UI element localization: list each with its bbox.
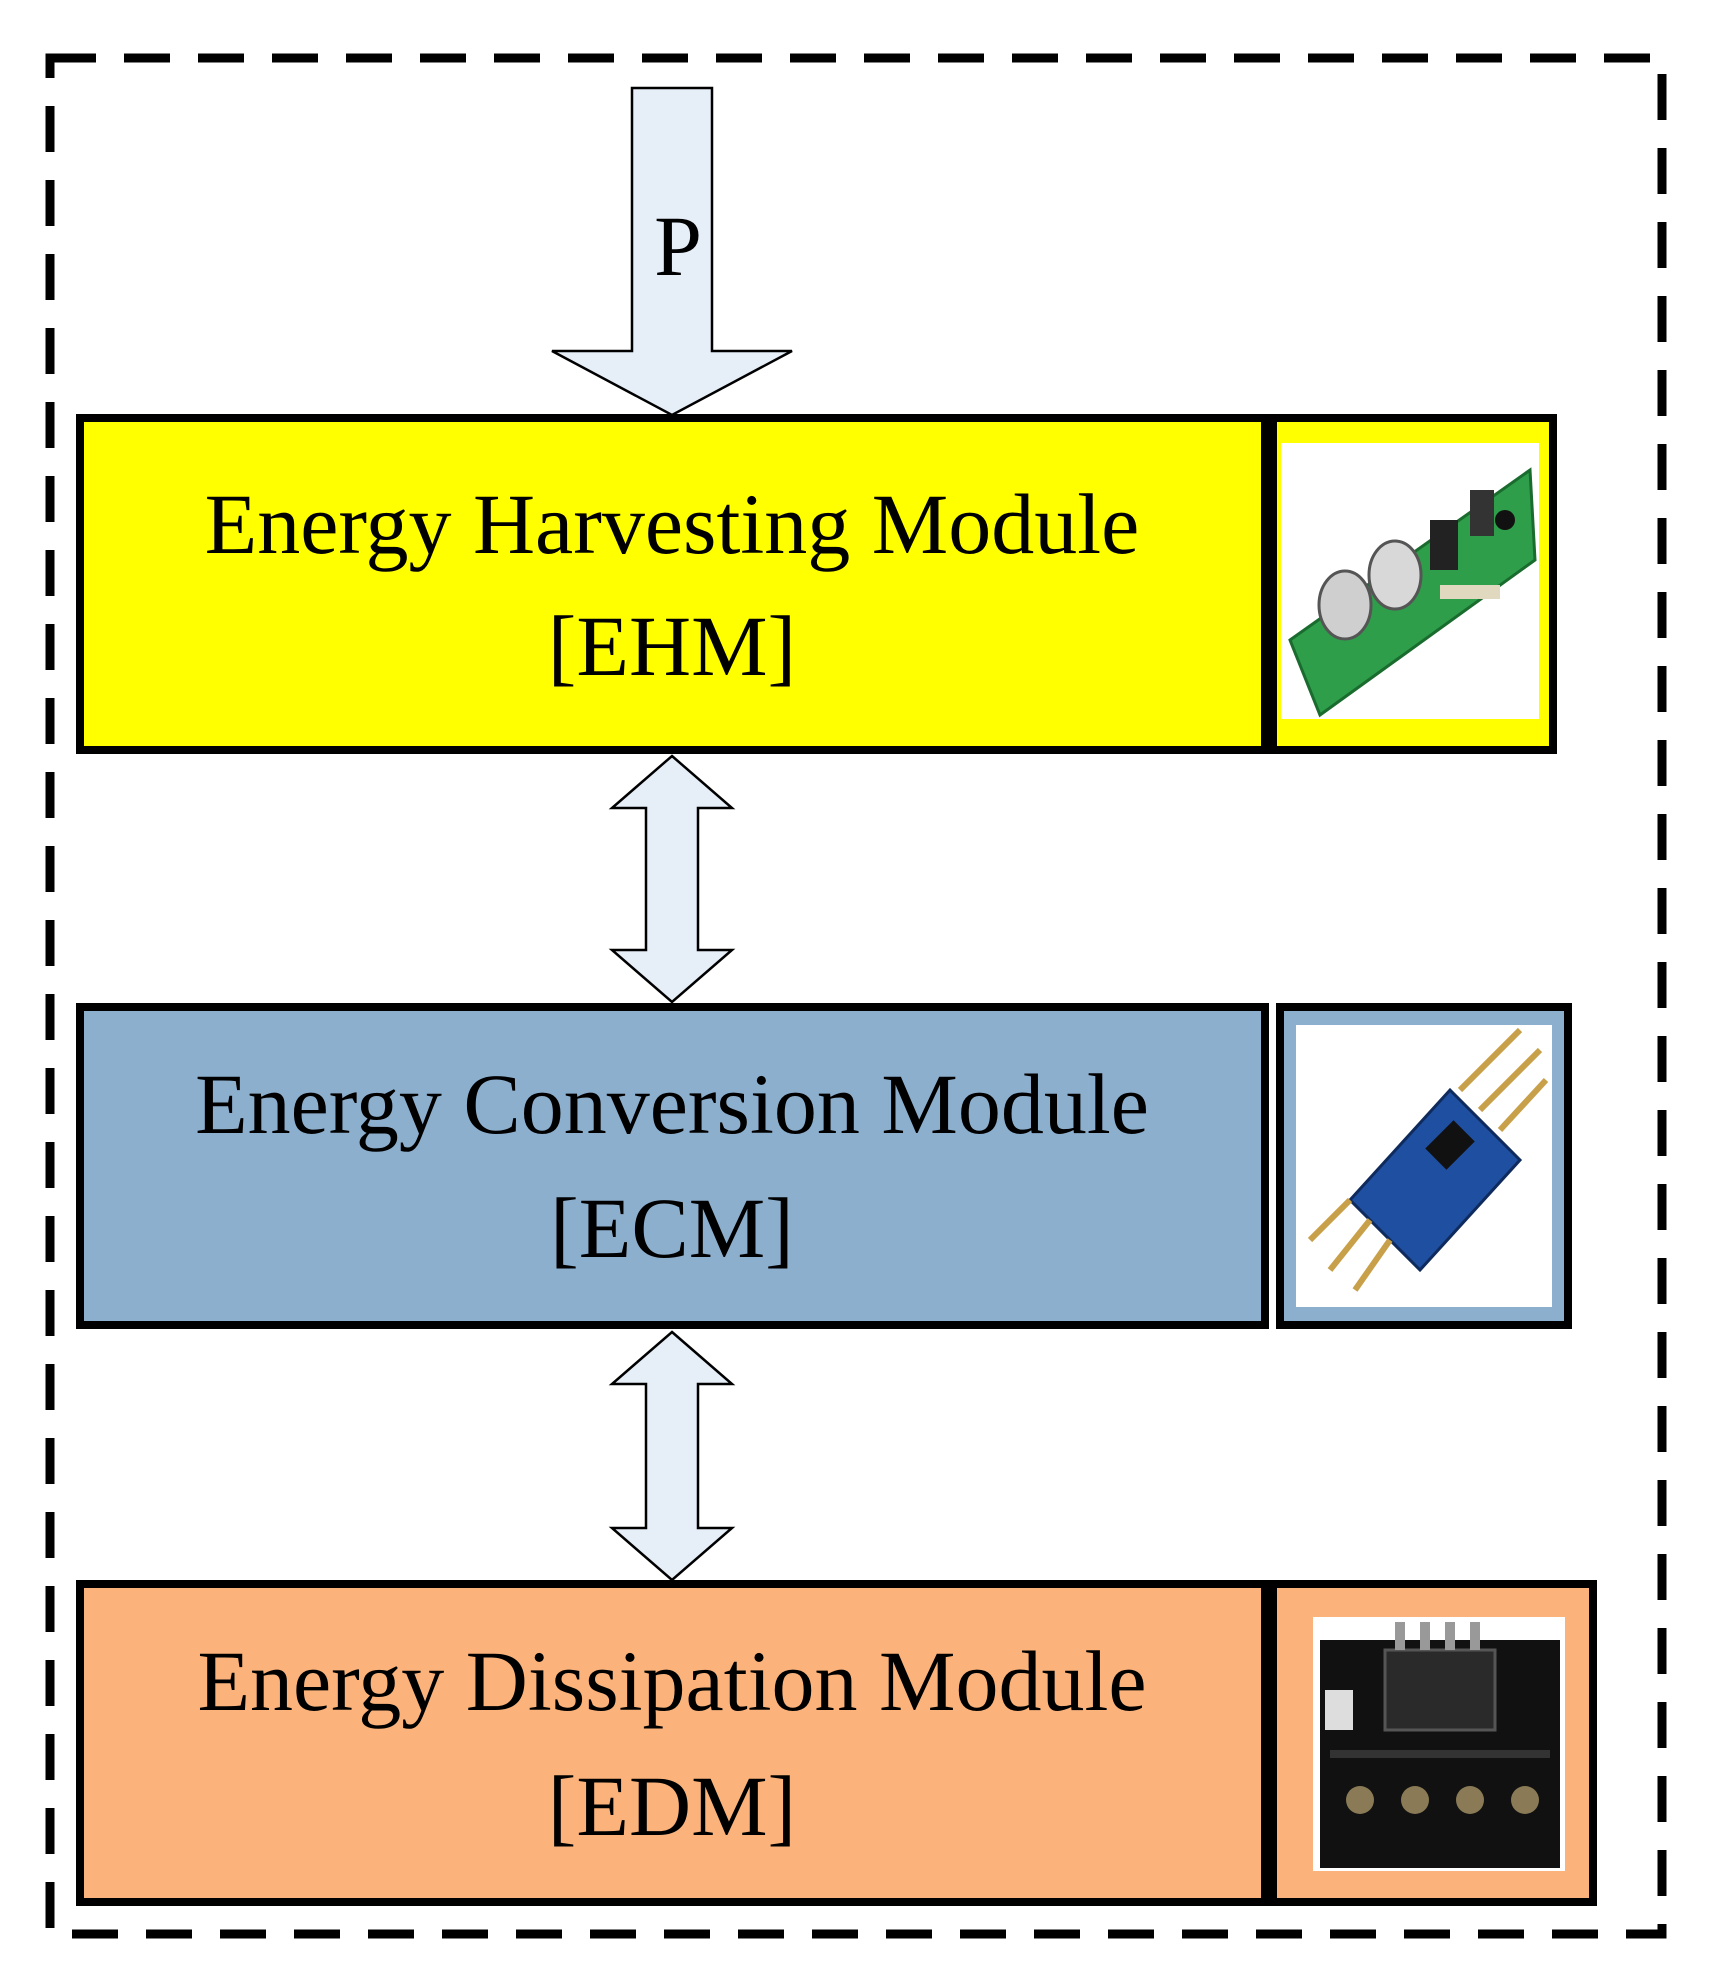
input-arrow-shape (551, 86, 793, 417)
module-ecm-abbr: [ECM] (550, 1180, 794, 1276)
ecm-pcb-image (1296, 1025, 1552, 1307)
module-edm-abbr: [EDM] (548, 1758, 796, 1854)
module-ehm: Energy Harvesting Module [EHM] (76, 414, 1557, 754)
module-ehm-name: Energy Harvesting Module (205, 476, 1140, 572)
arrow-ecm-edm (608, 1330, 736, 1582)
arrow-ehm-ecm (608, 754, 736, 1004)
module-ehm-abbr: [EHM] (548, 598, 796, 694)
module-ehm-box (76, 414, 1269, 754)
module-ecm-name: Energy Conversion Module (195, 1056, 1149, 1152)
input-label: P (654, 198, 702, 294)
module-edm-box (76, 1580, 1269, 1906)
edm-pcb-image (1313, 1617, 1565, 1871)
module-ecm-box (76, 1003, 1269, 1329)
system-boundary (45, 53, 1667, 1939)
module-ecm: Energy Conversion Module [ECM] (76, 1003, 1572, 1329)
input-arrow: P (551, 86, 793, 417)
ehm-pcb-image (1281, 443, 1539, 719)
module-edm-name: Energy Dissipation Module (197, 1633, 1146, 1729)
module-edm: Energy Dissipation Module [EDM] (76, 1580, 1597, 1906)
